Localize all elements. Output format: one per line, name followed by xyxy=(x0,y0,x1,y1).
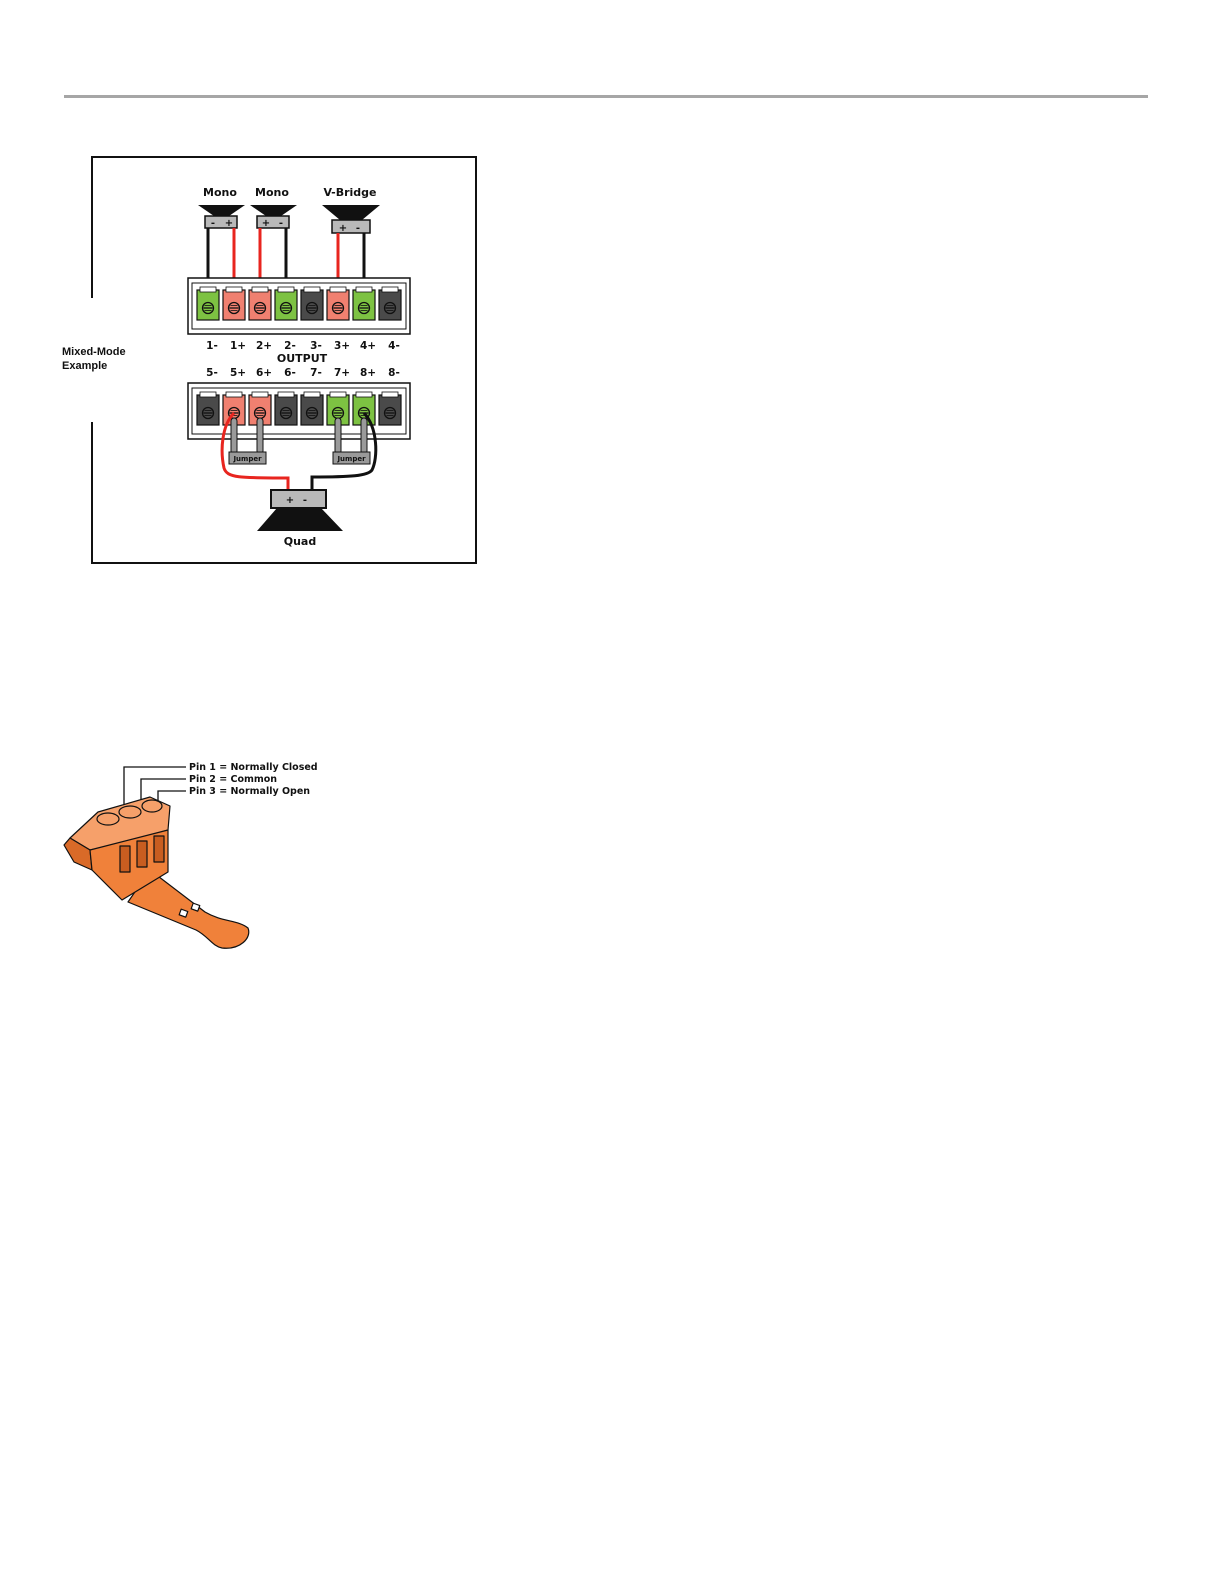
side-label-line-2: Example xyxy=(62,359,172,373)
pin-1-label: Pin 1 = Normally Closed xyxy=(189,762,318,773)
top-terminal-label-2: 1+ xyxy=(230,340,246,352)
bottom-terminal-label-6: 7+ xyxy=(334,367,350,379)
quad-speaker-icon: + - xyxy=(257,490,343,531)
top-terminal-label-8: 4- xyxy=(388,340,400,352)
quad-neg: - xyxy=(303,495,307,506)
quad-pos: + xyxy=(286,495,294,506)
bottom-terminal-4 xyxy=(275,392,297,425)
side-label-line-1: Mixed-Mode xyxy=(62,345,172,359)
top-terminal-4 xyxy=(275,287,297,320)
top-terminal-labels: 1- 1+ 2+ 2- 3- 3+ 4+ 4- xyxy=(206,340,400,352)
top-terminal-label-3: 2+ xyxy=(256,340,272,352)
orange-connector-icon xyxy=(64,797,249,948)
top-terminal-2 xyxy=(223,287,245,320)
v-bridge-pos: + xyxy=(339,223,347,234)
mono-1-pos: + xyxy=(225,218,233,229)
bottom-terminal-5 xyxy=(301,392,323,425)
bottom-terminal-label-5: 7- xyxy=(310,367,322,379)
mono-1-speaker-icon: - + xyxy=(198,205,245,229)
v-bridge-label: V-Bridge xyxy=(323,186,376,199)
v-bridge-neg: - xyxy=(356,223,360,234)
top-terminal-5 xyxy=(301,287,323,320)
jumper-left-label: Jumper xyxy=(232,455,262,463)
mixed-mode-wiring-diagram: Mono Mono V-Bridge - + + - + - 1- 1+ 2+ 2- 3… xyxy=(0,0,1224,600)
bottom-terminal-label-2: 5+ xyxy=(230,367,246,379)
bottom-terminal-label-8: 8- xyxy=(388,367,400,379)
top-terminal-8 xyxy=(379,287,401,320)
bottom-terminal-label-7: 8+ xyxy=(360,367,376,379)
mono-1-label: Mono xyxy=(203,186,237,199)
mono-2-label: Mono xyxy=(255,186,289,199)
pin-callouts xyxy=(124,767,186,858)
top-terminal-label-1: 1- xyxy=(206,340,218,352)
top-terminal-7 xyxy=(353,287,375,320)
bottom-terminal-1 xyxy=(197,392,219,425)
bottom-terminal-label-1: 5- xyxy=(206,367,218,379)
mono-1-neg: - xyxy=(211,218,215,229)
top-terminal-label-7: 4+ xyxy=(360,340,376,352)
pin-3-label: Pin 3 = Normally Open xyxy=(189,786,310,797)
mixed-mode-example-label: Mixed-Mode Example xyxy=(62,345,172,373)
top-terminal-1 xyxy=(197,287,219,320)
quad-label: Quad xyxy=(284,535,316,548)
top-terminal-3 xyxy=(249,287,271,320)
bottom-terminal-label-4: 6- xyxy=(284,367,296,379)
mono-2-speaker-icon: + - xyxy=(250,205,297,229)
v-bridge-speaker-icon: + - xyxy=(322,205,380,234)
output-label: OUTPUT xyxy=(277,352,328,365)
jumper-right-label: Jumper xyxy=(336,455,366,463)
bottom-terminal-label-3: 6+ xyxy=(256,367,272,379)
top-terminal-6 xyxy=(327,287,349,320)
top-terminal-label-4: 2- xyxy=(284,340,296,352)
mono-2-pos: + xyxy=(262,218,270,229)
pin-2-label: Pin 2 = Common xyxy=(189,774,277,785)
top-terminal-label-5: 3- xyxy=(310,340,322,352)
bottom-terminal-labels: 5- 5+ 6+ 6- 7- 7+ 8+ 8- xyxy=(206,367,400,379)
bottom-terminal-8 xyxy=(379,392,401,425)
mono-2-neg: - xyxy=(279,218,283,229)
top-terminal-label-6: 3+ xyxy=(334,340,350,352)
